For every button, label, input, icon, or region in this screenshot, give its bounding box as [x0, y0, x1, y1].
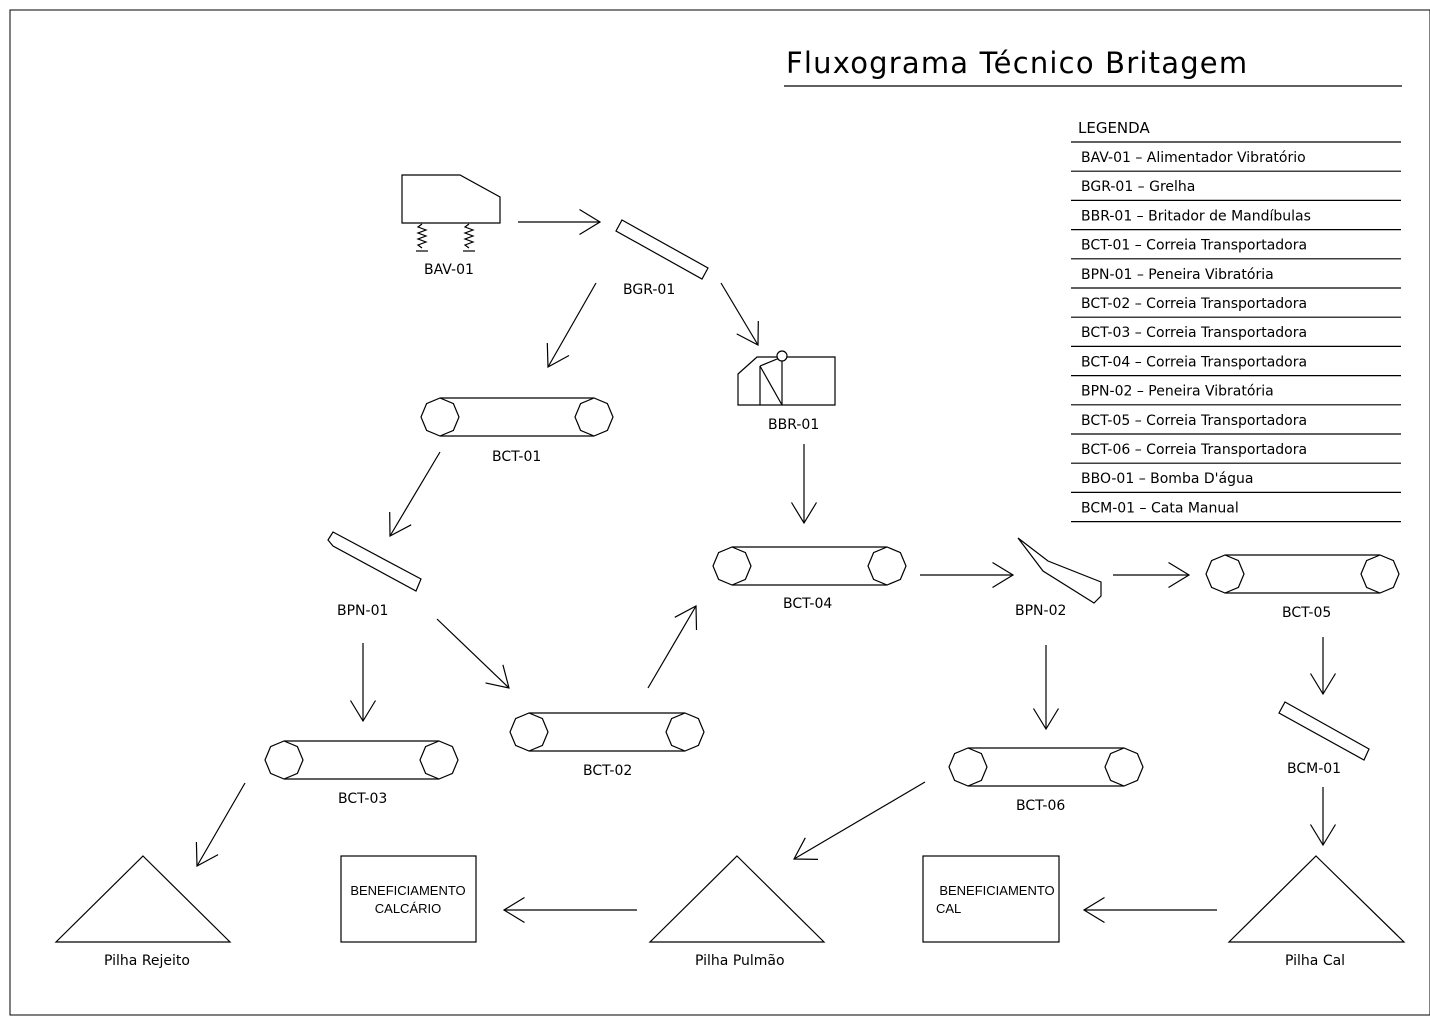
bct04-label: BCT-04 [783, 596, 832, 612]
bct01-label: BCT-01 [492, 449, 541, 465]
bct05-conveyor-symbol [1205, 554, 1400, 594]
flow-arrow-pilha-pulmao-to-calcario [502, 896, 637, 924]
bct06-label: BCT-06 [1016, 798, 1065, 814]
flow-arrow-bpn01-to-bct02 [436, 618, 510, 689]
arrowhead [579, 208, 602, 236]
flow-arrow-bct01-to-bpn01 [389, 451, 441, 537]
arrowhead [195, 841, 219, 867]
legend-item: BCM-01 – Cata Manual [1081, 500, 1239, 516]
arrowhead [1309, 824, 1337, 847]
bct04-conveyor-symbol [712, 546, 907, 586]
arrowhead [546, 342, 570, 368]
legend-title: LEGENDA [1078, 119, 1150, 137]
arrowhead [992, 561, 1015, 589]
flow-arrow-bav01-to-bgr01 [518, 208, 602, 236]
flow-arrow-pilha-cal-to-cal [1082, 896, 1217, 924]
bct02-conveyor-symbol [509, 712, 705, 752]
beneficiamento-calcario-box [340, 855, 477, 943]
beneficiamento-cal-line1: BENEFICIAMENTO [939, 883, 1054, 898]
flow-arrow-bgr01-to-bbr01 [720, 282, 759, 346]
bgr01-grizzly-symbol [615, 219, 709, 280]
arrowhead [1032, 708, 1060, 731]
legend-item: BAV-01 – Alimentador Vibratório [1081, 150, 1306, 166]
arrowhead [485, 664, 510, 689]
flow-arrow-bct06-to-pilha-pulmao [793, 781, 926, 860]
flow-arrow-bcm01-to-pilha-cal [1309, 787, 1337, 847]
bct06-conveyor-symbol [948, 747, 1144, 787]
legend-item: BCT-02 – Correia Transportadora [1081, 296, 1307, 312]
bct01-conveyor-symbol [420, 397, 614, 437]
bav01-feeder-symbol [401, 174, 501, 252]
pilha-cal-label: Pilha Cal [1285, 953, 1345, 969]
pilha-rejeito-symbol [54, 855, 232, 943]
bpn02-label: BPN-02 [1015, 603, 1066, 619]
legend-item: BBR-01 – Britador de Mandíbulas [1081, 208, 1311, 224]
arrowhead [1082, 896, 1105, 924]
arrowhead [790, 502, 818, 525]
arrowhead [1309, 673, 1337, 696]
legend: LEGENDA BAV-01 – Alimentador VibratórioB… [1071, 119, 1401, 523]
flow-arrow-bbr01-to-bct04 [790, 444, 818, 525]
flow-arrow-bct03-to-pilha-rejeito [195, 782, 246, 867]
legend-item: BGR-01 – Grelha [1081, 179, 1195, 195]
arrowhead [736, 320, 759, 346]
legend-item: BCT-05 – Correia Transportadora [1081, 413, 1307, 429]
flow-arrow-bct04-to-bpn02 [920, 561, 1015, 589]
sheet-border [9, 9, 1430, 1016]
bpn02-screen-symbol [1017, 537, 1102, 604]
bpn01-label: BPN-01 [337, 603, 388, 619]
arrowhead [502, 896, 525, 924]
bav01-label: BAV-01 [424, 262, 474, 278]
bpn01-screen-symbol [327, 531, 422, 592]
legend-item: BCT-04 – Correia Transportadora [1081, 354, 1307, 370]
bct03-conveyor-symbol [264, 740, 459, 780]
arrowhead [349, 700, 377, 723]
arrowhead [1168, 561, 1191, 589]
beneficiamento-cal-box [922, 855, 1060, 943]
arrowhead [674, 605, 698, 631]
pilha-rejeito-label: Pilha Rejeito [104, 953, 190, 969]
bbr01-crusher-symbol [737, 350, 836, 406]
arrowhead [793, 837, 819, 860]
legend-item: BCT-06 – Correia Transportadora [1081, 442, 1307, 458]
legend-item: BCT-03 – Correia Transportadora [1081, 325, 1307, 341]
arrowhead [389, 511, 412, 537]
bct03-label: BCT-03 [338, 791, 387, 807]
pilha-cal-symbol [1227, 855, 1406, 943]
bcm01-picking-symbol [1278, 701, 1370, 761]
bcm01-label: BCM-01 [1287, 761, 1341, 777]
beneficiamento-cal-line2: CAL [936, 901, 961, 916]
beneficiamento-calcario-line1: BENEFICIAMENTO [350, 883, 465, 898]
flow-arrow-bpn02-to-bct06 [1032, 645, 1060, 731]
legend-item: BCT-01 – Correia Transportadora [1081, 238, 1307, 254]
flow-arrow-bpn02-to-bct05 [1113, 561, 1191, 589]
flow-arrow-bct05-to-bcm01 [1309, 637, 1337, 696]
bct05-label: BCT-05 [1282, 605, 1331, 621]
flow-arrow-bgr01-to-bct01 [546, 282, 597, 368]
bct02-label: BCT-02 [583, 763, 632, 779]
bgr01-label: BGR-01 [623, 282, 675, 298]
bbr01-label: BBR-01 [768, 417, 819, 433]
pilha-pulmao-symbol [648, 855, 826, 943]
pilha-pulmao-label: Pilha Pulmão [695, 953, 785, 969]
legend-item: BBO-01 – Bomba D'água [1081, 471, 1253, 487]
diagram-title: Fluxograma Técnico Britagem [786, 46, 1248, 80]
legend-item: BPN-02 – Peneira Vibratória [1081, 384, 1274, 400]
legend-item: BPN-01 – Peneira Vibratória [1081, 267, 1274, 283]
beneficiamento-calcario-line2: CALCÁRIO [375, 901, 441, 916]
flow-arrow-bct02-to-bct04 [647, 605, 698, 689]
flow-arrows [195, 208, 1337, 924]
flow-arrow-bpn01-to-bct03 [349, 643, 377, 723]
